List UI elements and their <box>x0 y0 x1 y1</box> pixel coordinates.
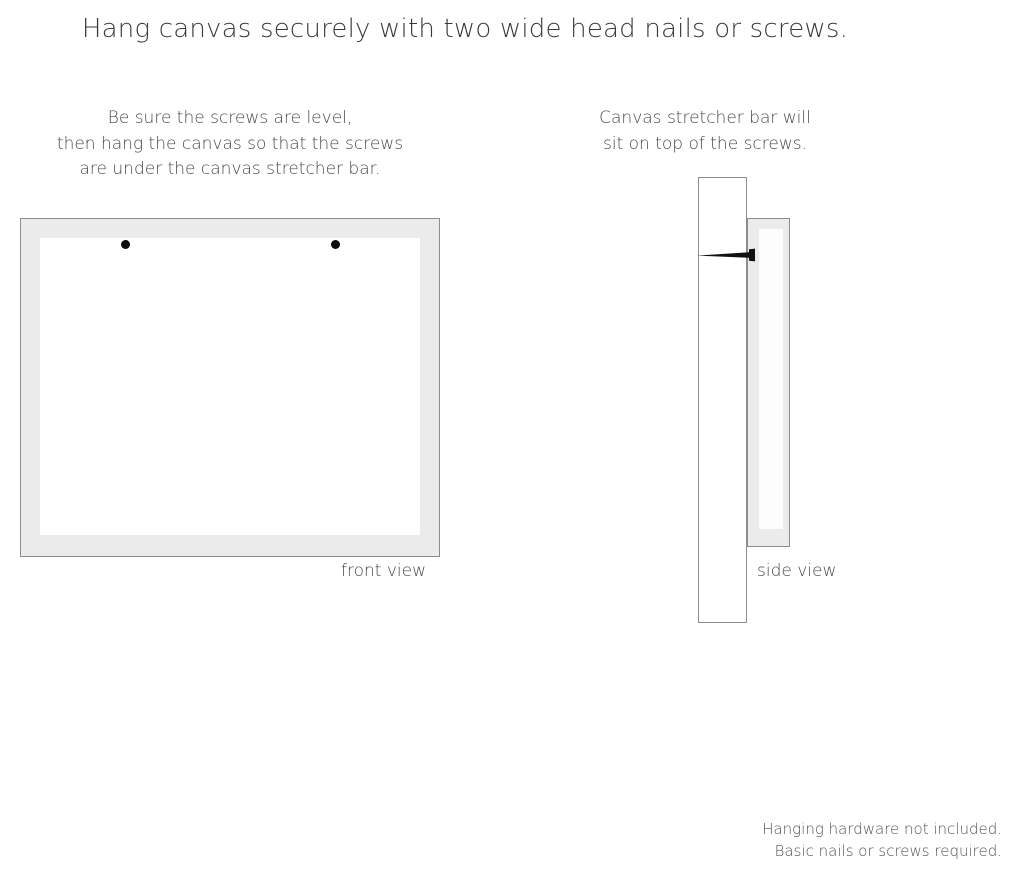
screw-head-left-icon <box>121 240 130 249</box>
side-caption-line-2: sit on top of the screws. <box>602 133 808 154</box>
side-view-caption: Canvas stretcher bar will sit on top of … <box>575 106 835 157</box>
page-title: Hang canvas securely with two wide head … <box>81 14 849 44</box>
front-view-caption: Be sure the screws are level, then hang … <box>20 106 440 183</box>
side-view-label: side view <box>757 561 837 581</box>
footer-note: Hanging hardware not included. Basic nai… <box>762 818 1002 862</box>
nail-icon <box>697 248 755 262</box>
side-view-diagram <box>690 170 870 640</box>
screw-head-right-icon <box>331 240 340 249</box>
front-caption-line-1: Be sure the screws are level, <box>107 108 353 128</box>
front-view-label: front view <box>341 561 426 581</box>
front-caption-line-3: are under the canvas stretcher bar. <box>79 159 381 179</box>
footer-line-1: Hanging hardware not included. <box>762 820 1002 838</box>
canvas-depth-inner <box>759 229 783 529</box>
canvas-face-front <box>40 238 420 535</box>
canvas-stretcher-bar-side <box>747 218 790 547</box>
front-view-diagram <box>20 218 440 557</box>
side-caption-line-1: Canvas stretcher bar will <box>599 108 811 128</box>
front-caption-line-2: then hang the canvas so that the screws <box>56 133 404 154</box>
footer-line-2: Basic nails or screws required. <box>774 842 1002 860</box>
wall-cross-section <box>698 177 747 623</box>
